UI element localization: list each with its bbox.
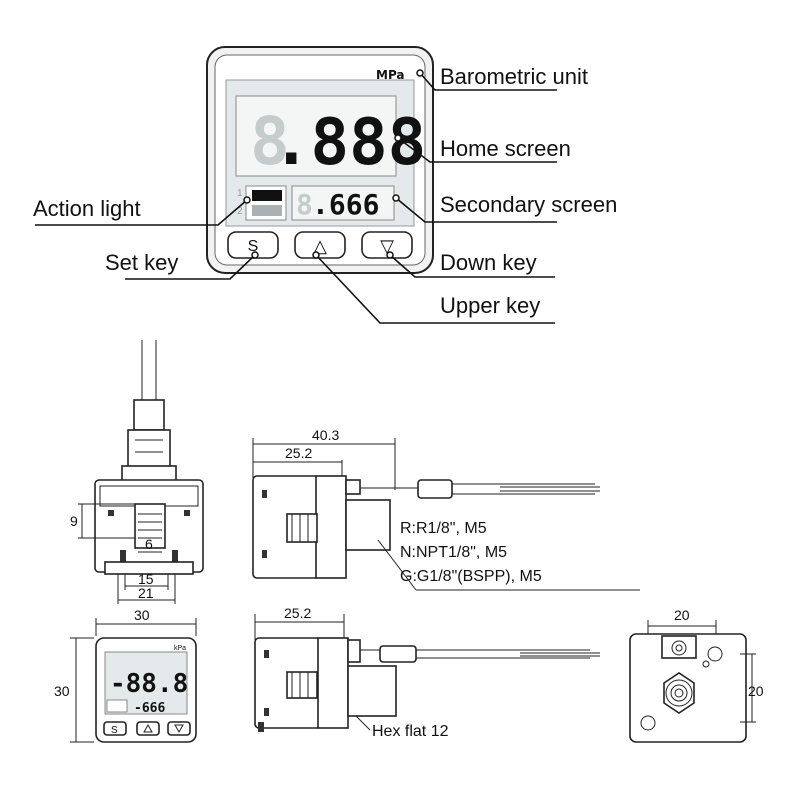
- hex-flat-label: Hex flat 12: [372, 723, 449, 740]
- small-front-view: 30 30 kPa -88.8 -666 S: [54, 607, 197, 743]
- dim-rear-6: 6: [145, 536, 153, 552]
- callout-action-light: Action light: [33, 196, 141, 221]
- front-panel-illustration: 8 .888 MPa 1 2 8 .666 S △ ▽: [206, 46, 434, 274]
- dim-side2-25-2: 25.2: [284, 605, 311, 621]
- callout-barometric-unit: Barometric unit: [440, 64, 588, 89]
- secondary-screen: [291, 185, 395, 221]
- thread-n: N:NPT1/8", M5: [400, 544, 507, 561]
- unit-label: MPa: [376, 68, 405, 82]
- home-screen-value: .888: [272, 106, 426, 180]
- callout-down-key: Down key: [440, 250, 537, 275]
- dim-front-width: 30: [134, 607, 150, 623]
- dim-rear-15: 15: [138, 571, 154, 587]
- indicator-1-label: 1: [237, 188, 243, 199]
- callout-set-key: Set key: [105, 250, 178, 275]
- callout-secondary-screen: Secondary screen: [440, 192, 617, 217]
- home-screen-ghost-digit: 8: [250, 103, 290, 180]
- dim-back-width: 20: [674, 607, 690, 623]
- dim-side-40-3: 40.3: [312, 427, 339, 443]
- down-key[interactable]: [361, 231, 413, 259]
- set-key-glyph: S: [248, 238, 259, 255]
- small-secondary-value: -666: [134, 701, 165, 716]
- small-set-glyph: S: [111, 725, 118, 736]
- side-view-drawing: 40.3 25.2: [252, 427, 640, 591]
- up-key[interactable]: [294, 231, 346, 259]
- action-light-off: [252, 205, 282, 216]
- callout-upper-key: Upper key: [440, 293, 540, 318]
- callout-home-screen: Home screen: [440, 136, 571, 161]
- back-view-drawing: 20 20: [629, 607, 764, 743]
- small-home-value: -88.8: [110, 669, 188, 699]
- up-key-icon: △: [313, 236, 327, 256]
- dim-rear-21: 21: [138, 585, 154, 601]
- callout-leaders: [35, 69, 557, 324]
- indicator-2-label: 2: [237, 206, 243, 217]
- dim-rear-9: 9: [70, 513, 78, 529]
- small-unit: kPa: [174, 645, 186, 652]
- action-light-on: [252, 190, 282, 201]
- side-view-2-drawing: 25.2: [254, 605, 600, 732]
- dim-front-height: 30: [54, 683, 70, 699]
- secondary-screen-value: .666: [312, 188, 379, 221]
- down-key-icon: ▽: [380, 236, 394, 256]
- dim-back-height: 20: [748, 683, 764, 699]
- thread-g: G:G1/8"(BSPP), M5: [400, 568, 542, 585]
- dim-side-25-2: 25.2: [285, 445, 312, 461]
- secondary-ghost-digit: 8: [296, 188, 313, 221]
- rear-view-drawing: 9 6 15 21: [70, 340, 204, 604]
- thread-r: R:R1/8", M5: [400, 520, 487, 537]
